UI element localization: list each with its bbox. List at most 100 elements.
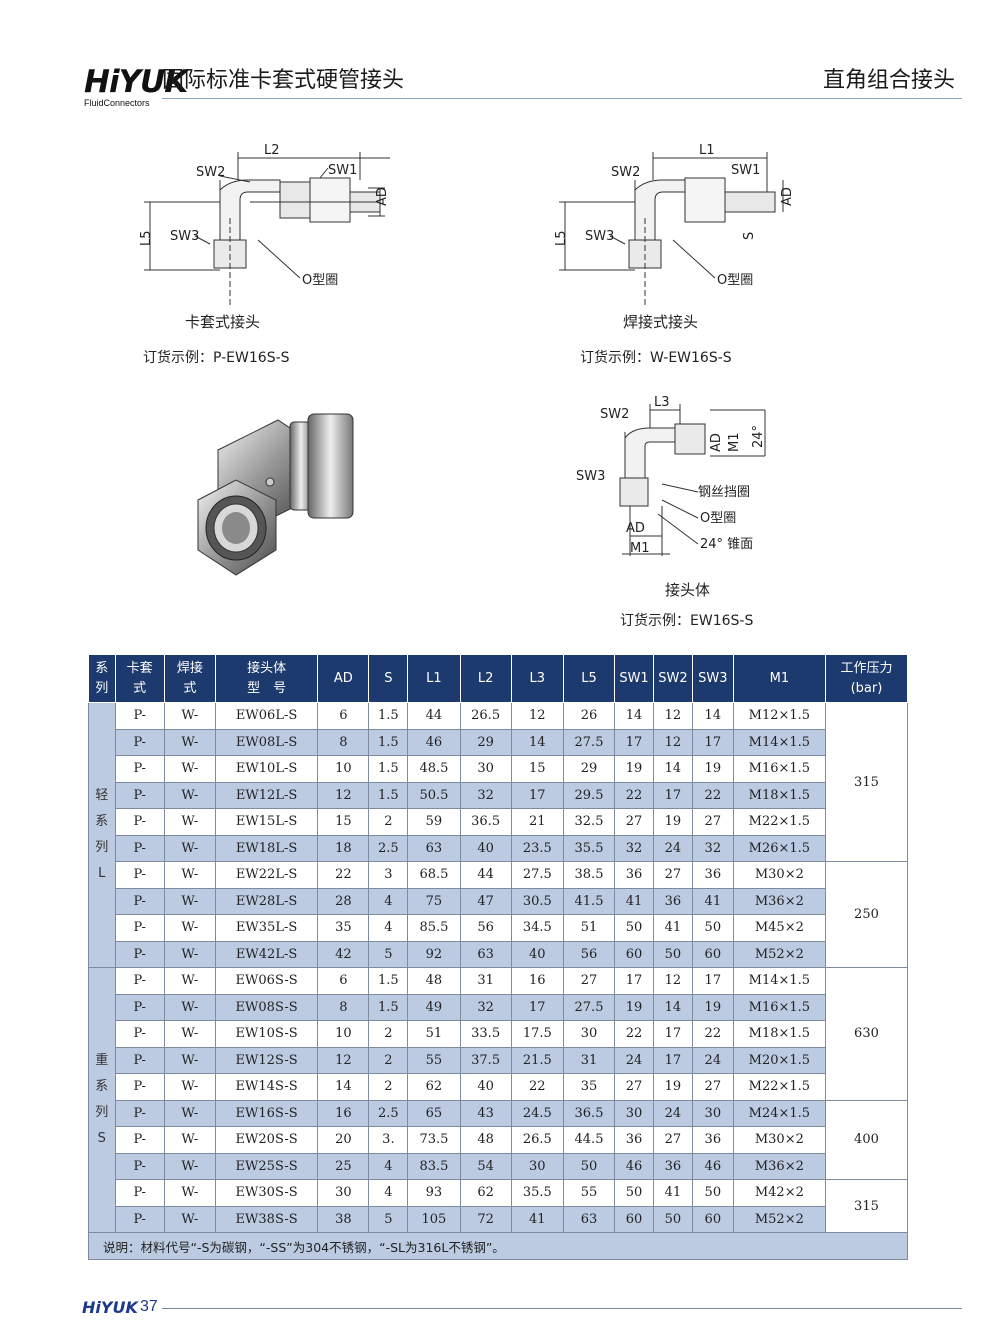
table-cell: P- [114, 1073, 165, 1101]
column-header: 接头体型 号 [214, 654, 319, 703]
table-cell: 17 [614, 967, 654, 995]
table-cell: 21 [510, 808, 564, 836]
column-header-line: (bar) [850, 680, 883, 696]
table-cell: W- [163, 728, 216, 756]
table-cell: 33.5 [459, 1020, 512, 1048]
column-header-line: 式 [133, 680, 147, 696]
table-cell: P- [114, 755, 165, 783]
table-cell: 24 [652, 834, 693, 862]
table-cell: 35.5 [510, 1179, 564, 1207]
table-cell: 60 [614, 1205, 654, 1233]
table-cell: EW08L-S [214, 728, 319, 756]
table-cell: 38 [317, 1205, 370, 1233]
order-example-ferrule: 订货示例：P-EW16S-S [143, 350, 290, 366]
table-cell: P- [114, 781, 165, 809]
table-cell: 19 [614, 755, 654, 783]
column-header-line: L2 [477, 670, 494, 686]
table-cell: EW25S-S [214, 1152, 319, 1180]
logo-subtitle: FluidConnectors [84, 98, 150, 108]
table-cell: P- [114, 1046, 165, 1074]
order-example-body: 订货示例：EW16S-S [620, 613, 754, 629]
table-cell: 26 [562, 702, 616, 730]
table-cell: M18×1.5 [732, 1020, 826, 1048]
table-cell: 41.5 [562, 887, 616, 915]
weld-fitting-drawing: L1 SW2 SW1 AD S L5 SW3 O型圈 [554, 143, 795, 305]
table-cell: EW30S-S [214, 1179, 319, 1207]
column-header-line: S [384, 670, 393, 686]
table-cell: 30 [459, 755, 512, 783]
table-cell: 50 [652, 940, 693, 968]
table-cell: M52×2 [732, 1205, 826, 1233]
table-cell: 48 [459, 1126, 512, 1154]
dim-ad: AD [375, 187, 390, 206]
table-cell: 23.5 [510, 834, 564, 862]
column-header: M1 [732, 654, 826, 703]
dim-sw2: SW2 [611, 165, 640, 180]
page-title: 国际标准卡套式硬管接头 [162, 68, 405, 93]
table-cell: 44 [459, 861, 512, 889]
table-cell: 27 [614, 1073, 654, 1101]
table-cell: W- [163, 1099, 216, 1127]
table-cell: P- [114, 887, 165, 915]
table-cell: EW42L-S [214, 940, 319, 968]
table-cell: 27 [652, 1126, 693, 1154]
table-cell: 12 [652, 702, 693, 730]
ferrule-fitting-drawing: L2 SW2 SW1 AD L5 SW3 O型圈 [139, 143, 390, 305]
table-cell: 29 [562, 755, 616, 783]
label-oring: O型圈 [700, 511, 736, 526]
column-header: 卡套式 [114, 654, 165, 703]
column-header: L2 [459, 654, 512, 703]
dim-ad: AD [780, 187, 795, 206]
table-cell: 1.5 [368, 993, 409, 1021]
column-header: SW3 [691, 654, 734, 703]
table-cell: M36×2 [732, 1152, 826, 1180]
column-header-line: SW3 [698, 670, 728, 686]
table-cell: 25 [317, 1152, 370, 1180]
table-cell: 41 [652, 914, 693, 942]
table-cell: 17 [652, 1046, 693, 1074]
column-header: SW1 [614, 654, 654, 703]
table-cell: 41 [691, 887, 734, 915]
table-cell: 51 [562, 914, 616, 942]
caption-weld: 焊接式接头 [623, 313, 699, 331]
table-cell: 19 [652, 1073, 693, 1101]
table-cell: 46 [691, 1152, 734, 1180]
table-cell: 51 [407, 1020, 461, 1048]
table-cell: 27 [562, 967, 616, 995]
table-cell: 41 [510, 1205, 564, 1233]
page-number: 37 [140, 1298, 158, 1315]
table-cell: EW28L-S [214, 887, 319, 915]
pressure-cell: 630 [824, 967, 909, 1101]
table-cell: P- [114, 1020, 165, 1048]
table-cell: 17 [510, 781, 564, 809]
table-cell: 56 [459, 914, 512, 942]
table-cell: M24×1.5 [732, 1099, 826, 1127]
table-cell: EW12L-S [214, 781, 319, 809]
fitting-photo [197, 413, 354, 576]
table-cell: P- [114, 967, 165, 995]
brand-logo: HiYUK FluidConnectors [84, 66, 188, 110]
table-cell: 1.5 [368, 781, 409, 809]
column-header-line: 系 [95, 660, 109, 676]
table-cell: 8 [317, 728, 370, 756]
table-cell: P- [114, 1179, 165, 1207]
table-cell: 26.5 [510, 1126, 564, 1154]
table-cell: 62 [407, 1073, 461, 1101]
table-cell: 8 [317, 993, 370, 1021]
column-header: 焊接式 [163, 654, 216, 703]
label-wire-ring: 钢丝挡圈 [698, 485, 750, 500]
column-header: 系列 [88, 654, 116, 703]
dim-l2: L2 [264, 143, 280, 158]
table-cell: 54 [459, 1152, 512, 1180]
table-cell: 27 [691, 1073, 734, 1101]
column-header: SW2 [652, 654, 693, 703]
table-cell: 16 [510, 967, 564, 995]
dim-sw1: SW1 [731, 163, 760, 178]
table-cell: 17 [652, 781, 693, 809]
